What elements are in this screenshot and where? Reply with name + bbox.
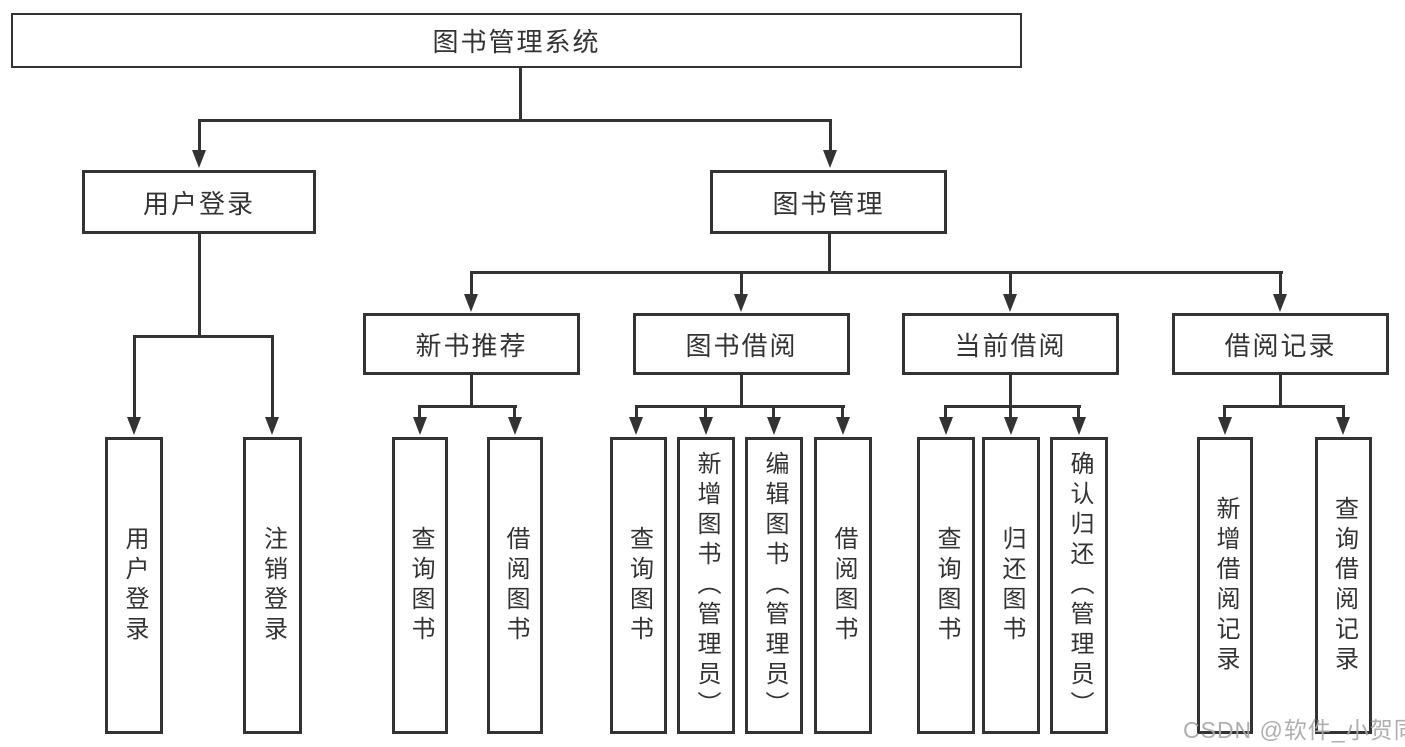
connector-line <box>1009 375 1012 408</box>
leaf-confirm-return-admin-label: 确认归还（管理员） <box>1066 450 1093 721</box>
connector-arrow-down <box>1072 417 1086 435</box>
connector-line <box>1279 375 1282 408</box>
connector-arrow-down <box>508 417 522 435</box>
leaf-query-book-2: 查询图书 <box>610 437 667 734</box>
leaf-add-borrow-record-label: 新增借阅记录 <box>1212 495 1239 676</box>
node-borrow-records: 借阅记录 <box>1172 313 1389 375</box>
connector-arrow-down <box>939 417 953 435</box>
connector-arrow-down <box>127 417 141 435</box>
node-book-management: 图书管理 <box>710 170 947 234</box>
connector-line <box>944 405 947 419</box>
leaf-query-book-1: 查询图书 <box>392 437 448 734</box>
connector-line <box>772 405 775 419</box>
node-borrow-records-label: 借阅记录 <box>1224 330 1337 361</box>
node-user-login-label: 用户登录 <box>142 188 255 219</box>
leaf-borrow-book-2: 借阅图书 <box>814 437 872 734</box>
node-user-login: 用户登录 <box>82 170 316 234</box>
connector-line <box>470 271 1283 274</box>
connector-arrow-down <box>734 294 748 312</box>
connector-arrow-down <box>699 417 713 435</box>
connector-line <box>198 234 201 338</box>
connector-arrow-down <box>629 417 643 435</box>
node-book-management-label: 图书管理 <box>772 188 885 219</box>
connector-line <box>740 375 743 408</box>
connector-arrow-down <box>464 294 478 312</box>
connector-line <box>418 405 421 419</box>
connector-line <box>828 234 831 274</box>
leaf-query-borrow-record: 查询借阅记录 <box>1315 437 1372 734</box>
leaf-logout: 注销登录 <box>243 437 302 734</box>
leaf-add-book-admin-label: 新增图书（管理员） <box>693 450 720 721</box>
node-new-book-recommend-label: 新书推荐 <box>415 330 528 361</box>
leaf-user-login: 用户登录 <box>105 437 163 734</box>
connector-arrow-down <box>1003 294 1017 312</box>
leaf-user-login-label: 用户登录 <box>121 525 148 646</box>
connector-line <box>635 405 638 419</box>
connector-line <box>740 271 743 296</box>
leaf-query-book-1-label: 查询图书 <box>407 525 434 646</box>
node-current-borrow-label: 当前借阅 <box>954 330 1067 361</box>
leaf-return-book-label: 归还图书 <box>998 525 1025 646</box>
leaf-query-book-3-label: 查询图书 <box>933 525 960 646</box>
node-new-book-recommend: 新书推荐 <box>363 313 580 375</box>
connector-arrow-down <box>192 150 206 168</box>
connector-arrow-down <box>767 417 781 435</box>
csdn-watermark: CSDN @软件_小贺同学 <box>1183 717 1405 743</box>
connector-arrow-down <box>1218 417 1232 435</box>
connector-arrow-down <box>1273 294 1287 312</box>
leaf-query-borrow-record-label: 查询借阅记录 <box>1330 495 1358 676</box>
connector-line <box>1279 271 1282 296</box>
node-book-borrow: 图书借阅 <box>633 313 850 375</box>
leaf-edit-book-admin-label: 编辑图书（管理员） <box>761 450 788 721</box>
connector-arrow-down <box>1336 417 1350 435</box>
connector-line <box>704 405 707 419</box>
connector-line <box>1223 405 1345 408</box>
leaf-borrow-book-1-label: 借阅图书 <box>502 525 529 646</box>
leaf-confirm-return-admin: 确认归还（管理员） <box>1050 437 1108 734</box>
connector-line <box>418 405 517 408</box>
connector-line <box>133 335 136 418</box>
connector-line <box>841 405 844 419</box>
connector-line <box>470 375 473 408</box>
connector-line <box>1009 271 1012 296</box>
connector-arrow-down <box>836 417 850 435</box>
connector-line <box>1077 405 1080 419</box>
connector-line <box>470 271 473 296</box>
connector-arrow-down <box>1004 417 1018 435</box>
connector-line <box>133 335 274 338</box>
connector-arrow-down <box>413 417 427 435</box>
connector-line <box>198 119 201 152</box>
connector-line <box>1009 405 1012 419</box>
node-book-borrow-label: 图书借阅 <box>685 330 798 361</box>
leaf-logout-label: 注销登录 <box>259 525 287 646</box>
node-current-borrow: 当前借阅 <box>902 313 1119 375</box>
node-root: 图书管理系统 <box>11 13 1022 68</box>
leaf-query-book-2-label: 查询图书 <box>625 525 653 646</box>
leaf-borrow-book-2-label: 借阅图书 <box>830 525 857 646</box>
leaf-query-book-3: 查询图书 <box>917 437 975 734</box>
connector-line <box>519 68 522 121</box>
connector-arrow-down <box>265 417 279 435</box>
node-root-label: 图书管理系统 <box>432 27 601 57</box>
leaf-add-book-admin: 新增图书（管理员） <box>677 437 735 734</box>
leaf-return-book: 归还图书 <box>982 437 1040 734</box>
connector-line <box>829 119 832 152</box>
leaf-add-borrow-record: 新增借阅记录 <box>1197 437 1253 734</box>
connector-line <box>513 405 516 419</box>
connector-line <box>1342 405 1345 419</box>
connector-line <box>271 335 274 418</box>
connector-arrow-down <box>823 150 837 168</box>
leaf-edit-book-admin: 编辑图书（管理员） <box>745 437 803 734</box>
connector-line <box>944 405 1081 408</box>
connector-line <box>198 119 832 122</box>
connector-line <box>1223 405 1226 419</box>
connector-line <box>635 405 845 408</box>
leaf-borrow-book-1: 借阅图书 <box>487 437 543 734</box>
